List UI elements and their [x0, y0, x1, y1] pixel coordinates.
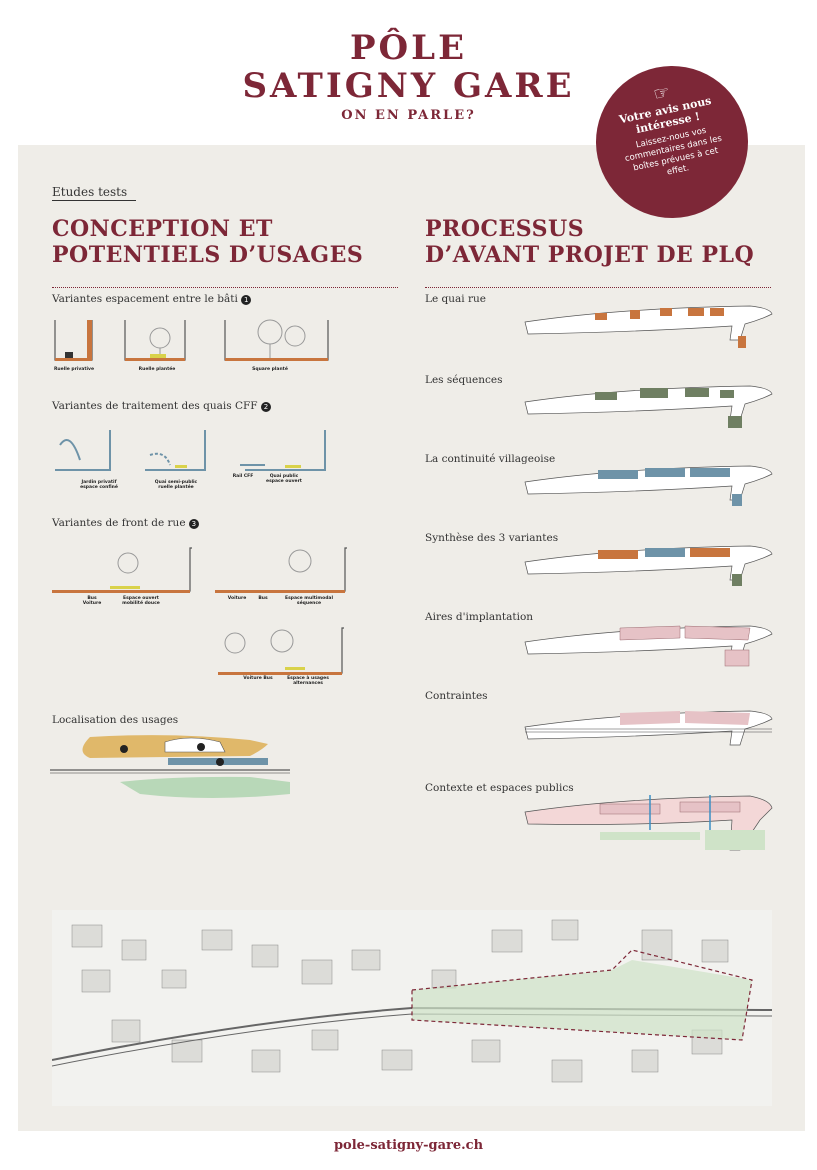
- site-sequences: [524, 385, 773, 428]
- quais-variants-diagram: [55, 430, 326, 471]
- item-sequences-title: Les séquences: [425, 374, 503, 386]
- site-contraintes: [524, 710, 773, 746]
- item-continuite-title: La continuité villageoise: [425, 453, 556, 465]
- section-spacing-title: Variantes espacement entre le bâti 1: [52, 293, 252, 305]
- localisation-diagram: [50, 735, 290, 798]
- site-quai-rue: [524, 305, 773, 348]
- caption-bus: Bus: [258, 596, 268, 601]
- number-badge-2: 2: [260, 402, 271, 412]
- site-synthese: [524, 545, 773, 586]
- footer-url[interactable]: pole-satigny-gare.ch: [333, 1138, 484, 1153]
- kicker-underline: [52, 200, 136, 201]
- right-heading-2: D’AVANT PROJET DE PLQ: [425, 242, 755, 268]
- site-contexte: [524, 795, 773, 851]
- site-aires: [524, 625, 773, 667]
- title-tagline: ON EN PARLE?: [341, 108, 476, 123]
- site-plan-drawing: [52, 910, 772, 1106]
- number-badge-1: 1: [241, 295, 252, 305]
- right-divider: [425, 287, 771, 288]
- section-front-title: Variantes de front de rue 3: [52, 517, 199, 529]
- item-synthese-title: Synthèse des 3 variantes: [425, 532, 559, 544]
- site-continuite: [524, 465, 773, 506]
- item-quai-rue-title: Le quai rue: [425, 293, 486, 305]
- number-badge-3: 3: [188, 519, 199, 529]
- left-heading-2: POTENTIELS D’USAGES: [52, 242, 364, 268]
- caption-espace-alternances: Espace à usages alternances: [287, 676, 329, 686]
- caption-quai-semi-public: Quai semi-public ruelle plantée: [154, 480, 198, 490]
- caption-rail-cff: Rail CFF: [232, 474, 254, 479]
- caption-ruelle-plantee: Ruelle plantée: [138, 367, 176, 372]
- title-line-2: SATIGNY GARE: [242, 66, 575, 106]
- variant-square-plante: [224, 319, 329, 361]
- caption-jardin-prive: Jardin privatif espace confiné: [80, 480, 118, 490]
- left-heading-1: CONCEPTION ET: [52, 216, 273, 242]
- variant-ruelle-plantee: [124, 320, 186, 361]
- spacing-variants-diagram: [54, 319, 329, 361]
- caption-square-plante: Square planté: [252, 367, 288, 372]
- section-localisation-title: Localisation des usages: [52, 714, 179, 726]
- title-line-1: PÔLE: [349, 28, 467, 68]
- caption-ruelle-privative: Ruelle privative: [53, 367, 95, 372]
- left-divider: [52, 287, 398, 288]
- plq-site-diagrams: [524, 305, 773, 851]
- item-contraintes-title: Contraintes: [425, 690, 488, 702]
- kicker: Etudes tests: [52, 185, 128, 199]
- right-heading-1: PROCESSUS: [425, 216, 585, 242]
- caption-quai-public: Quai public espace ouvert: [266, 474, 302, 484]
- caption-espace-multimodal: Espace multimodal séquence: [285, 596, 334, 606]
- aerial-site-plan: [52, 910, 772, 1106]
- front-variants-diagram: [52, 547, 347, 675]
- caption-voiture-bus: Voiture Bus: [243, 676, 273, 681]
- section-quais-title: Variantes de traitement des quais CFF 2: [52, 400, 271, 412]
- variant-ruelle-privative: [54, 320, 93, 361]
- item-aires-title: Aires d'implantation: [425, 611, 534, 623]
- item-contexte-title: Contexte et espaces publics: [425, 782, 574, 794]
- caption-bus-voiture: Bus Voiture: [82, 596, 102, 606]
- caption-espace-ouvert: Espace ouvert mobilité douce: [122, 596, 160, 606]
- caption-voiture: Voiture: [227, 596, 247, 601]
